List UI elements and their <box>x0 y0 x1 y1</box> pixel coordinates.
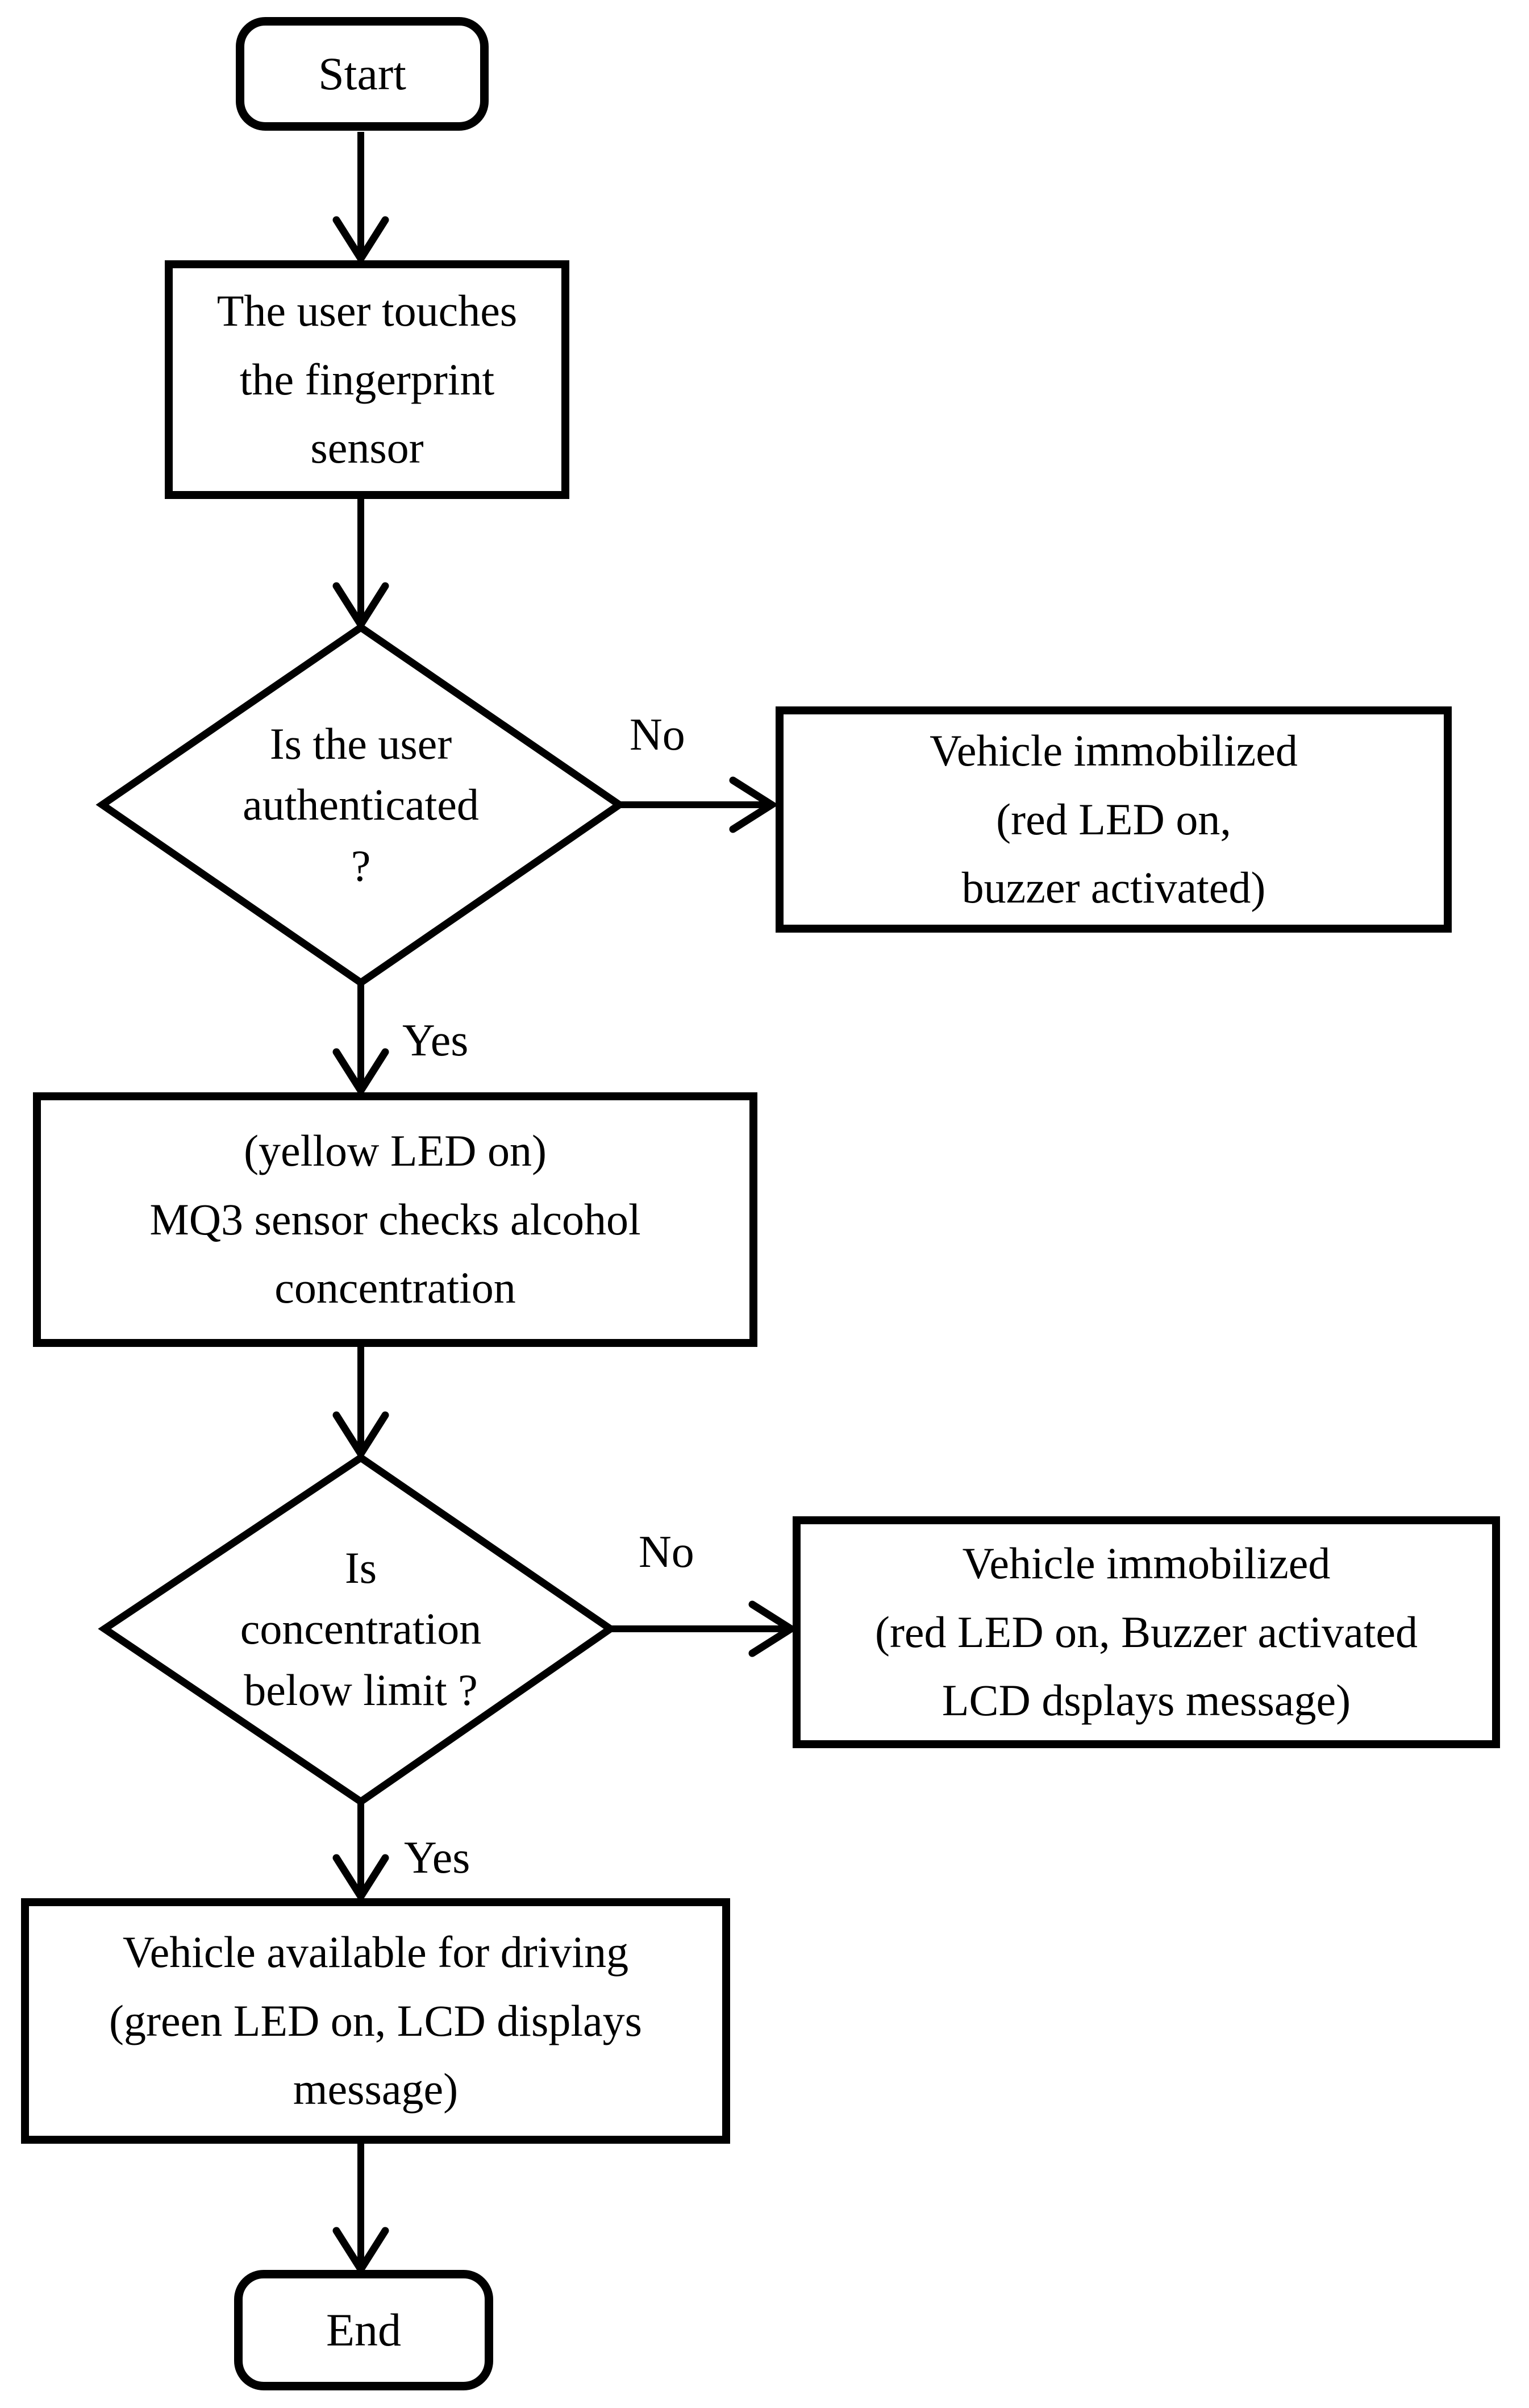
node-line: MQ3 sensor checks alcohol <box>149 1194 641 1244</box>
node-line: Vehicle immobilized <box>930 725 1298 775</box>
arrowhead-limit-no <box>748 1600 798 1657</box>
process-mq3-sensor-check: (yellow LED on) MQ3 sensor checks alcoho… <box>33 1092 757 1347</box>
node-line: The user touches <box>216 285 518 335</box>
node-line: ? <box>351 841 371 891</box>
arrowhead-limit-yes <box>332 1854 389 1904</box>
arrowhead-start-to-touch <box>332 216 389 266</box>
end-terminator: End <box>234 2270 493 2390</box>
arrowhead-auth-no <box>729 776 779 833</box>
process-vehicle-available: Vehicle available for driving (green LED… <box>21 1898 730 2144</box>
node-line: LCD dsplays message) <box>941 1675 1351 1725</box>
node-line: (red LED on, Buzzer activated <box>874 1607 1418 1657</box>
decision-concentration-limit-text: Is concentration below limit ? <box>105 1492 616 1765</box>
edge-label-auth-no: No <box>630 710 685 760</box>
process-touch-fingerprint-sensor: The user touches the fingerprint sensor <box>165 260 569 499</box>
node-line: message) <box>293 2064 459 2114</box>
node-line: concentration <box>274 1263 516 1313</box>
start-label: Start <box>318 48 406 99</box>
node-line: Vehicle available for driving <box>122 1927 629 1977</box>
node-line: concentration <box>240 1604 482 1654</box>
arrowhead-available-to-end <box>332 2227 389 2277</box>
process-vehicle-immobilized-auth: Vehicle immobilized (red LED on, buzzer … <box>776 706 1452 933</box>
node-line: authenticated <box>243 780 479 830</box>
arrowhead-auth-yes <box>332 1048 389 1098</box>
node-line: (red LED on, <box>996 794 1231 844</box>
edge-label-limit-yes: Yes <box>404 1833 470 1883</box>
node-line: sensor <box>310 423 424 473</box>
end-label: End <box>326 2304 402 2356</box>
process-vehicle-immobilized-limit: Vehicle immobilized (red LED on, Buzzer … <box>793 1516 1500 1748</box>
node-line: (yellow LED on) <box>244 1125 547 1175</box>
edge-label-auth-yes: Yes <box>402 1016 469 1066</box>
node-line: below limit ? <box>244 1665 478 1715</box>
node-line: (green LED on, LCD displays <box>109 1995 642 2045</box>
start-terminator: Start <box>236 17 489 131</box>
node-line: Is the user <box>269 718 452 768</box>
decision-user-authenticated-text: Is the user authenticated ? <box>105 668 616 941</box>
edge-label-limit-no: No <box>639 1527 694 1577</box>
node-line: Is <box>344 1542 377 1592</box>
node-line: Vehicle immobilized <box>962 1538 1331 1588</box>
node-line: buzzer activated) <box>961 863 1266 913</box>
node-line: the fingerprint <box>239 354 495 404</box>
